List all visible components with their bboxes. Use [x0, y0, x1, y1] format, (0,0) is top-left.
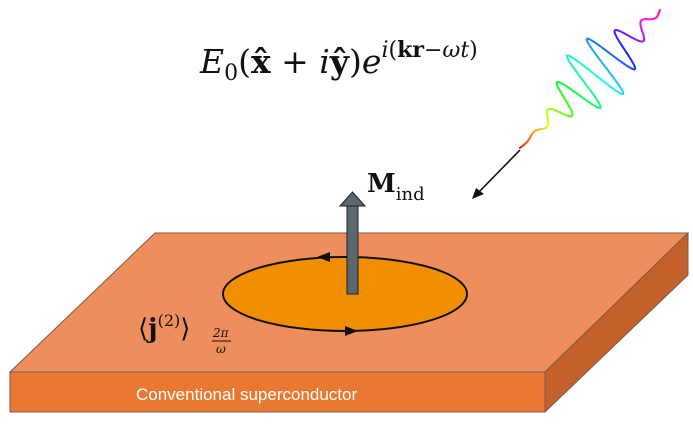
magnetization-arrow [338, 191, 367, 295]
slab-label: Conventional superconductor [136, 385, 357, 404]
loop-arrow-top [317, 252, 330, 262]
current-avg-numerator: 2π [212, 326, 230, 340]
incidence-arrow [472, 149, 521, 199]
magnetization-label: Mind [367, 169, 425, 205]
current-loop-disk [222, 256, 468, 332]
formula-text: E0(x̂ + iŷ)ei(kr−ωt) [199, 37, 478, 86]
loop-arrow-bottom [345, 326, 358, 336]
light-wave [519, 9, 661, 149]
current-label: ⟨j(2)⟩ [138, 311, 190, 344]
slab-front-face [9, 371, 546, 413]
current-avg-denominator: ω [216, 342, 226, 356]
